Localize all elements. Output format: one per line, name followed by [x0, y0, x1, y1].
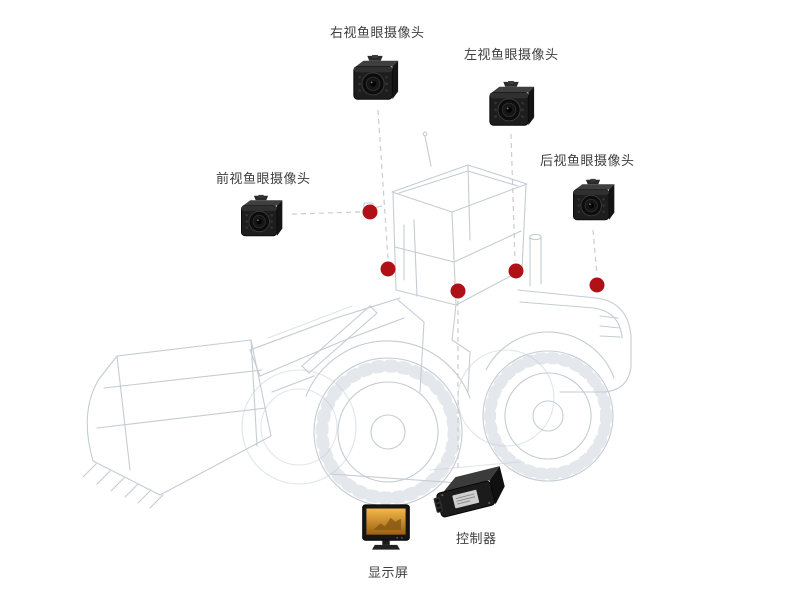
position-markers	[362, 204, 605, 299]
left-fisheye-camera-icon	[482, 80, 540, 132]
rear-wheel-sketch	[482, 350, 614, 482]
label-right-camera: 右视鱼眼摄像头	[330, 26, 425, 41]
rear-fisheye-camera-icon	[566, 178, 620, 226]
cab-sketch	[363, 131, 528, 306]
display-monitor-icon	[358, 502, 414, 558]
engine-hood-sketch	[517, 289, 632, 393]
connector-front-camera	[291, 211, 361, 215]
far-side-wheels	[241, 349, 555, 485]
connector-left-camera	[510, 133, 516, 262]
front-frame-sketch	[397, 299, 471, 393]
right-fisheye-camera-icon	[346, 54, 404, 106]
label-display: 显示屏	[368, 566, 409, 581]
label-front-camera: 前视鱼眼摄像头	[216, 172, 311, 187]
label-rear-camera: 后视鱼眼摄像头	[540, 154, 635, 169]
marker-front-camera-position	[362, 204, 378, 220]
connector-right-camera	[377, 109, 389, 260]
connector-lines	[291, 109, 598, 468]
marker-controller-position	[450, 283, 466, 299]
marker-right-camera-position	[380, 261, 396, 277]
front-fisheye-camera-icon	[234, 194, 288, 242]
connector-rear-camera	[592, 229, 598, 276]
lift-arm-sketch	[249, 297, 405, 393]
chassis-sketch	[305, 331, 615, 485]
marker-left-camera-position	[508, 263, 524, 279]
label-controller: 控制器	[456, 532, 497, 547]
marker-rear-camera-position	[589, 277, 605, 293]
exhaust-sketch	[529, 233, 542, 287]
label-left-camera: 左视鱼眼摄像头	[464, 48, 559, 63]
bucket-sketch	[82, 339, 272, 509]
